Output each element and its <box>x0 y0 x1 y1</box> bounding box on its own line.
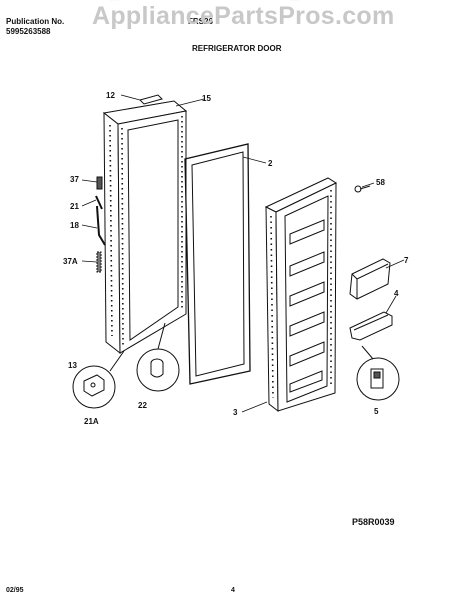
part-label-7: 7 <box>404 256 409 265</box>
detail-circle-cover <box>356 345 400 401</box>
outer-door-panel <box>102 100 188 355</box>
part-label-37a: 37A <box>63 257 78 266</box>
publication-number: 5995263588 <box>6 27 51 36</box>
part-label-21a: 21A <box>84 417 99 426</box>
door-cap <box>139 94 163 105</box>
shelf-bracket <box>349 311 393 341</box>
detail-circle-stop <box>136 322 180 392</box>
part-label-15: 15 <box>202 94 211 103</box>
top-faded-text-right: ---- <box>290 0 300 4</box>
part-label-12: 12 <box>106 91 115 100</box>
footer-date: 02/95 <box>6 587 24 594</box>
detail-circle-hinge <box>72 350 125 409</box>
part-label-2: 2 <box>268 159 273 168</box>
door-gasket <box>184 143 251 385</box>
part-label-18: 18 <box>70 221 79 230</box>
part-label-58: 58 <box>376 178 385 187</box>
part-label-22: 22 <box>138 401 147 410</box>
inner-door-liner <box>264 177 338 413</box>
diagram-title: REFRIGERATOR DOOR <box>192 44 282 53</box>
part-label-37: 37 <box>70 175 79 184</box>
hinge-pin-assembly <box>95 176 106 273</box>
dairy-door <box>349 258 391 300</box>
publication-label: Publication No. <box>6 17 65 26</box>
model-number: FRS26 <box>188 17 213 26</box>
part-label-3: 3 <box>233 408 238 417</box>
part-label-4: 4 <box>394 289 399 298</box>
part-label-21: 21 <box>70 202 79 211</box>
top-faded-text-left: ---- <box>110 0 120 4</box>
watermark: AppliancePartsPros.com <box>92 2 395 30</box>
diagram-code: P58R0039 <box>352 517 395 527</box>
page-number: 4 <box>231 587 235 594</box>
part-label-5: 5 <box>374 407 379 416</box>
part-label-13: 13 <box>68 361 77 370</box>
screw <box>354 185 371 193</box>
